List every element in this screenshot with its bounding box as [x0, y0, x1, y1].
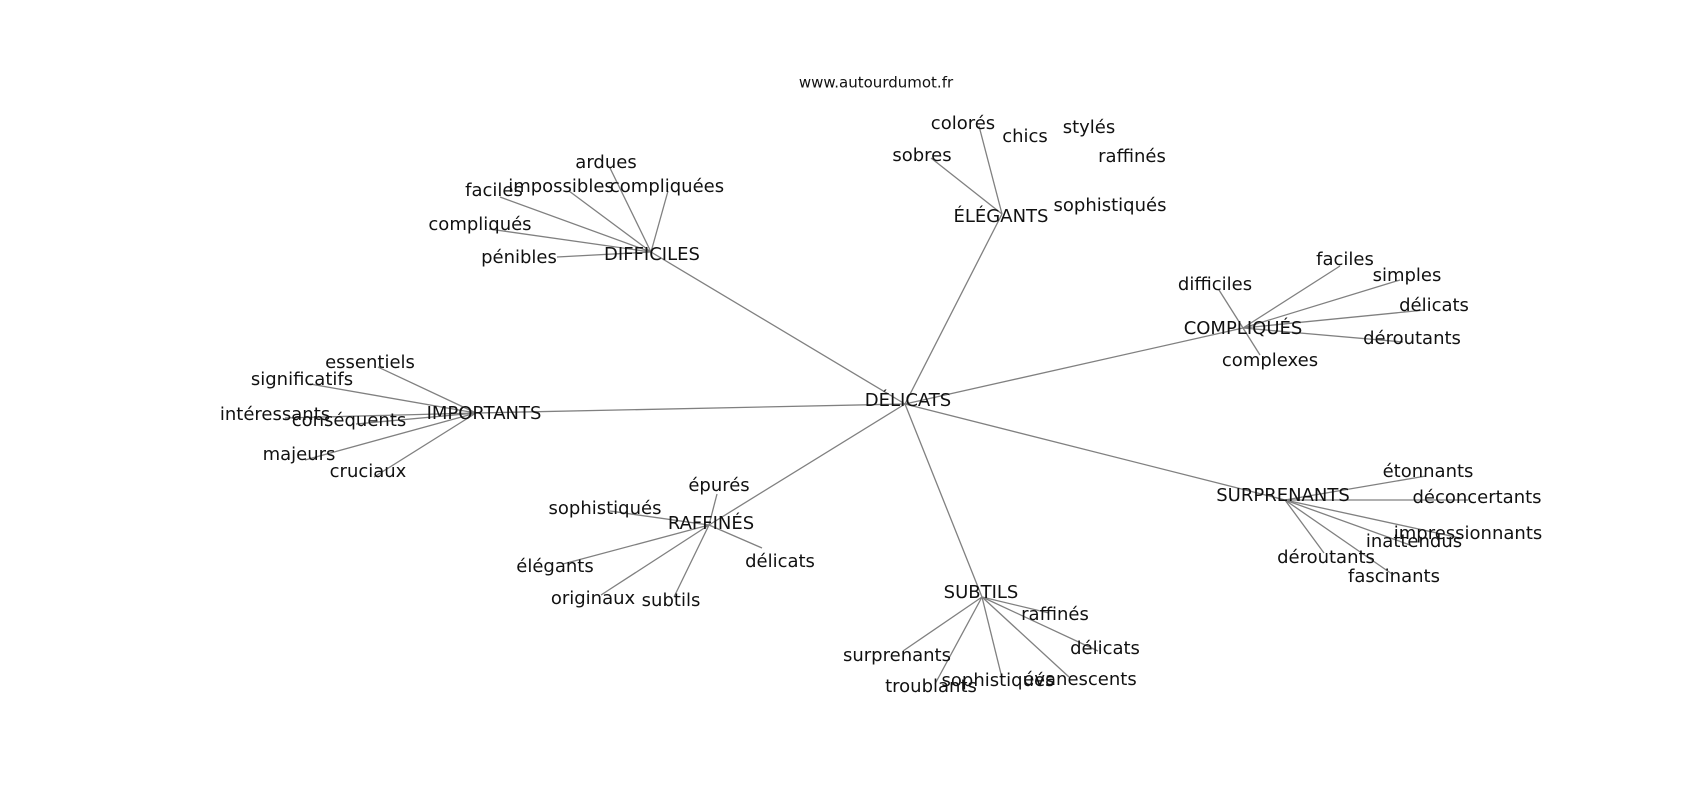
edge-compliques-difficiles	[1218, 289, 1244, 329]
node-word-importants-consequents: conséquents	[292, 410, 407, 431]
edge-importants-consequents	[355, 412, 477, 425]
edge-subtils-troublants	[934, 596, 983, 685]
node-word-surprenants-deconcertants: déconcertants	[1412, 487, 1541, 508]
edge-surprenants-deroutants	[1284, 499, 1325, 554]
edge-difficiles-compliquees	[650, 190, 669, 253]
node-word-compliques-faciles: faciles	[1316, 249, 1374, 270]
edge-subtils-delicats	[981, 596, 1099, 652]
edge-delicats-importants	[475, 403, 906, 414]
edge-surprenants-impressionnants	[1284, 499, 1461, 539]
edge-compliques-simples	[1242, 279, 1401, 329]
graph-labels: DÉLICATS ÉLÉGANTS colorés chics stylés sobres…	[220, 113, 1542, 697]
node-word-compliques-deroutants: déroutants	[1363, 328, 1461, 349]
edge-importants-significatifs	[309, 383, 477, 414]
node-center-delicats: DÉLICATS	[865, 389, 951, 411]
node-word-surprenants-deroutants: déroutants	[1277, 547, 1375, 568]
node-word-elegants-raffines: raffinés	[1098, 146, 1166, 167]
edge-surprenants-fascinants	[1284, 499, 1393, 575]
node-word-difficiles-compliquees: compliquées	[610, 176, 724, 197]
edge-delicats-elegants	[904, 213, 1003, 405]
node-group-raffines: RAFFINÉS	[668, 512, 754, 534]
node-word-difficiles-penibles: pénibles	[481, 247, 557, 268]
edge-delicats-difficiles	[650, 251, 906, 405]
node-word-subtils-evanescents: évanescents	[1023, 669, 1136, 690]
node-word-raffines-delicats: délicats	[745, 551, 815, 572]
node-word-difficiles-compliques: compliqués	[428, 214, 531, 235]
edge-elegants-sobres	[930, 157, 1003, 215]
edge-compliques-complexes	[1242, 327, 1261, 356]
edge-compliques-delicats	[1242, 309, 1426, 329]
edge-delicats-compliques	[904, 327, 1244, 405]
node-word-elegants-styles: stylés	[1063, 117, 1116, 138]
node-group-compliques: COMPLIQUÉS	[1184, 317, 1303, 339]
edge-subtils-sophistiques	[981, 596, 1003, 679]
edge-compliques-deroutants	[1242, 327, 1404, 343]
edge-difficiles-faciles	[499, 196, 652, 253]
edge-importants-cruciaux	[373, 412, 477, 478]
node-word-elegants-sobres: sobres	[892, 145, 951, 166]
edge-difficiles-impossibles	[568, 190, 652, 253]
edge-subtils-surprenants	[902, 596, 983, 652]
edge-delicats-subtils	[904, 403, 983, 598]
edge-surprenants-inattendus	[1284, 499, 1411, 546]
node-word-importants-cruciaux: cruciaux	[330, 461, 407, 482]
node-word-subtils-surprenants: surprenants	[843, 645, 951, 666]
node-word-raffines-originaux: originaux	[551, 588, 636, 609]
node-word-surprenants-fascinants: fascinants	[1348, 566, 1440, 587]
edge-raffines-originaux	[600, 524, 710, 596]
edge-raffines-delicats	[708, 524, 763, 549]
edge-subtils-raffines	[981, 596, 1050, 614]
node-group-elegants: ÉLÉGANTS	[954, 205, 1049, 227]
edge-compliques-faciles	[1242, 265, 1341, 329]
node-word-compliques-difficiles: difficiles	[1178, 274, 1252, 295]
edge-importants-essentiels	[377, 366, 477, 414]
edge-delicats-raffines	[708, 403, 906, 526]
node-group-importants: IMPORTANTS	[427, 403, 542, 424]
node-word-importants-essentiels: essentiels	[325, 352, 415, 373]
node-word-surprenants-impressionnants: impressionnants	[1394, 523, 1543, 544]
edge-raffines-epures	[708, 493, 718, 526]
node-word-raffines-epures: épurés	[688, 475, 749, 496]
node-word-raffines-sophistiques: sophistiqués	[549, 498, 662, 519]
node-word-elegants-sophistiques: sophistiqués	[1054, 195, 1167, 216]
node-word-importants-majeurs: majeurs	[263, 444, 336, 465]
node-word-compliques-complexes: complexes	[1222, 350, 1318, 371]
node-group-subtils: SUBTILS	[944, 582, 1019, 603]
node-word-importants-interessants: intéressants	[220, 404, 330, 425]
edge-difficiles-penibles	[556, 251, 652, 258]
edge-delicats-surprenants	[904, 403, 1286, 501]
edge-importants-interessants	[284, 412, 477, 419]
node-word-subtils-troublants: troublants	[885, 676, 977, 697]
edge-raffines-subtils	[673, 524, 710, 598]
node-word-compliques-simples: simples	[1373, 265, 1442, 286]
node-word-importants-significatifs: significatifs	[251, 369, 353, 390]
edge-raffines-elegants	[562, 524, 710, 565]
node-word-difficiles-faciles: faciles	[465, 180, 523, 201]
node-word-subtils-sophistiques: sophistiqués	[942, 670, 1055, 691]
edge-difficiles-compliques	[488, 228, 652, 253]
node-word-surprenants-etonnants: étonnants	[1383, 461, 1474, 482]
edge-elegants-colores	[978, 125, 1003, 215]
graph-edges	[284, 125, 1468, 685]
node-group-difficiles: DIFFICILES	[604, 244, 700, 265]
edge-surprenants-etonnants	[1284, 475, 1427, 501]
source-label: www.autourdumot.fr	[799, 74, 954, 92]
node-group-surprenants: SURPRENANTS	[1216, 485, 1350, 506]
node-word-elegants-chics: chics	[1002, 126, 1048, 147]
edge-raffines-sophistiques	[609, 510, 710, 526]
node-word-raffines-elegants: élégants	[516, 556, 593, 577]
node-word-subtils-raffines: raffinés	[1021, 604, 1089, 625]
node-word-surprenants-inattendus: inattendus	[1366, 531, 1462, 552]
node-word-difficiles-ardues: ardues	[575, 152, 636, 173]
edge-subtils-evanescents	[981, 596, 1070, 678]
edge-difficiles-ardues	[609, 167, 652, 253]
node-word-elegants-colores: colorés	[931, 113, 995, 134]
node-word-compliques-delicats: délicats	[1399, 295, 1469, 316]
edge-importants-majeurs	[304, 412, 477, 461]
node-word-raffines-subtils: subtils	[642, 590, 701, 611]
node-word-subtils-delicats: délicats	[1070, 638, 1140, 659]
node-word-difficiles-impossibles: impossibles	[508, 176, 614, 197]
